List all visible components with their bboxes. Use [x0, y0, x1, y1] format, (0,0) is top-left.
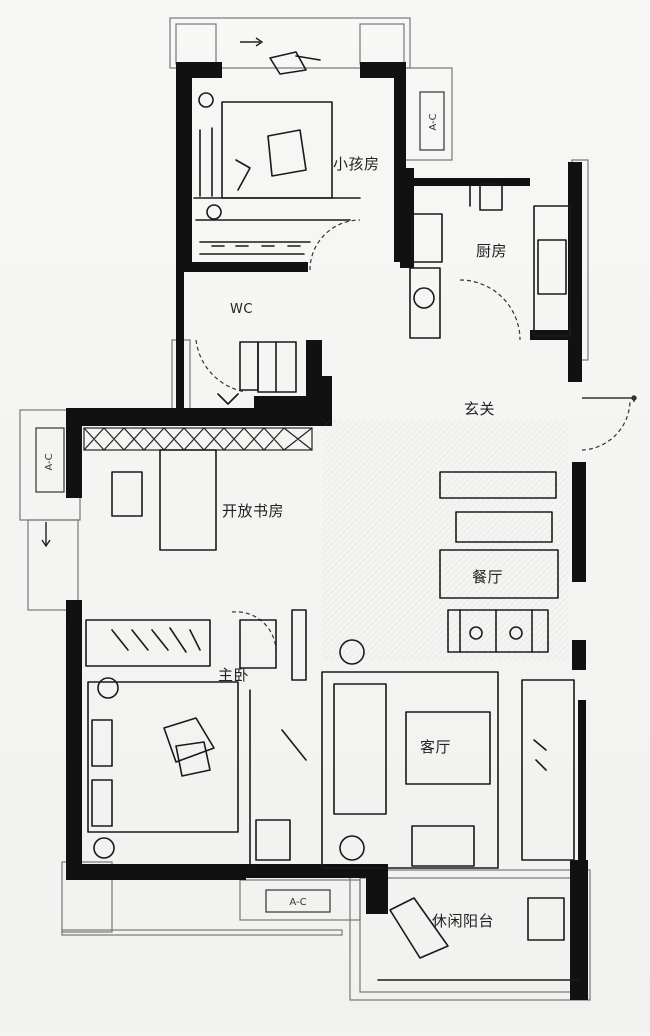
- label-child-room: 小孩房: [333, 155, 380, 173]
- floor-tint: [322, 420, 568, 660]
- label-study: 开放书房: [222, 502, 285, 520]
- entry-door: [582, 395, 637, 402]
- ac-units: [35, 91, 445, 913]
- label-wc: WC: [230, 302, 253, 317]
- drain-arrows: [41, 37, 264, 548]
- ac-label-study: A-C: [44, 453, 55, 470]
- study-storage: [83, 427, 313, 451]
- ac-label-child-room: A-C: [428, 113, 439, 130]
- door-swings: [195, 219, 631, 651]
- label-entrance: 玄关: [464, 400, 496, 418]
- walls: [66, 62, 588, 1000]
- label-living-room: 客厅: [420, 738, 452, 756]
- label-leisure-balcony: 休闲阳台: [432, 912, 495, 930]
- label-master-bedroom: 主卧: [218, 666, 250, 684]
- ac-label-master: A-C: [289, 897, 306, 908]
- label-dining: 餐厅: [472, 568, 504, 586]
- label-kitchen: 厨房: [476, 242, 508, 260]
